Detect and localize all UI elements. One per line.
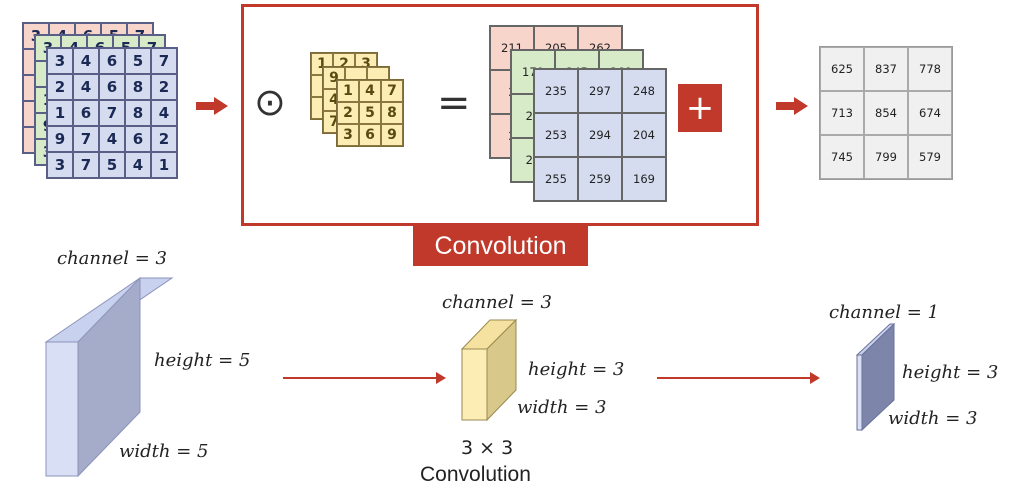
input-cell: 3	[47, 152, 73, 178]
kernel-width-label: width = 3	[517, 397, 607, 418]
input-cell: 4	[73, 74, 99, 100]
output-cell: 854	[864, 91, 908, 135]
product-cell: 259	[578, 157, 622, 201]
input-cell: 4	[151, 100, 177, 126]
output-height-label: height = 3	[902, 362, 999, 383]
input-cell: 7	[99, 100, 125, 126]
kernel-cell: 9	[323, 67, 345, 89]
kernel-cell: 2	[337, 102, 359, 124]
input-cell: 2	[151, 126, 177, 152]
output-cell: 579	[908, 135, 952, 179]
arrow-icon	[776, 97, 808, 115]
product-cell: 297	[578, 69, 622, 113]
input-cell: 7	[151, 48, 177, 74]
output-cell: 837	[864, 47, 908, 91]
kernel-channel-label: channel = 3	[442, 292, 552, 313]
kernel-cell: 8	[381, 102, 403, 124]
output-cell: 674	[908, 91, 952, 135]
kernel-cell: 5	[359, 102, 381, 124]
kernel-height-label: height = 3	[528, 359, 625, 380]
product-cell: 248	[622, 69, 666, 113]
output-cell: 713	[820, 91, 864, 135]
input-cell: 4	[99, 126, 125, 152]
kernel-cell: 6	[359, 124, 381, 146]
output-cell: 778	[908, 47, 952, 91]
hadamard-operator-icon: ⊙	[254, 80, 286, 124]
output-cell: 745	[820, 135, 864, 179]
input-cell: 6	[73, 100, 99, 126]
input-cell: 9	[47, 126, 73, 152]
input-cell: 6	[99, 48, 125, 74]
input-cell: 6	[125, 126, 151, 152]
input-cell: 7	[73, 152, 99, 178]
input-channel-label: channel = 3	[57, 248, 167, 269]
product-cell: 294	[578, 113, 622, 157]
input-cell: 2	[151, 74, 177, 100]
convolution-box	[241, 4, 759, 226]
product-cell: 255	[534, 157, 578, 201]
product-cell: 169	[622, 157, 666, 201]
input-height-label: height = 5	[154, 350, 251, 371]
equals-sign: =	[437, 80, 471, 126]
product-cell: 204	[622, 113, 666, 157]
input-cell: 1	[151, 152, 177, 178]
input-cell: 4	[125, 152, 151, 178]
input-width-label: width = 5	[119, 441, 209, 462]
shape-diagram	[44, 276, 896, 478]
kernel-cell: 9	[381, 124, 403, 146]
kernel-cell: 3	[337, 124, 359, 146]
kernel-cell: 1	[337, 80, 359, 102]
kernel-volume-shape	[460, 318, 518, 422]
input-volume-shape	[44, 276, 174, 478]
output-cell: 625	[820, 47, 864, 91]
output-channel-label: channel = 1	[829, 302, 939, 323]
input-cell: 4	[73, 48, 99, 74]
arrow-icon	[196, 97, 228, 115]
kernel-cell: 4	[359, 80, 381, 102]
input-cell: 2	[47, 74, 73, 100]
kernel-cell: 7	[381, 80, 403, 102]
sum-plus-icon: +	[678, 84, 722, 132]
input-cell: 8	[125, 74, 151, 100]
input-cell: 7	[73, 126, 99, 152]
product-cell: 235	[534, 69, 578, 113]
kernel-size-label: 3 × 3	[461, 437, 514, 459]
product-cell: 253	[534, 113, 578, 157]
input-cell: 1	[47, 100, 73, 126]
input-cell: 5	[125, 48, 151, 74]
convolution-label: Convolution	[413, 226, 588, 266]
input-cell: 5	[99, 152, 125, 178]
kernel-caption: Convolution	[420, 463, 531, 486]
input-cell: 6	[99, 74, 125, 100]
input-cell: 8	[125, 100, 151, 126]
output-volume-shape	[855, 322, 896, 432]
output-cell: 799	[864, 135, 908, 179]
output-width-label: width = 3	[888, 408, 978, 429]
input-cell: 3	[47, 48, 73, 74]
